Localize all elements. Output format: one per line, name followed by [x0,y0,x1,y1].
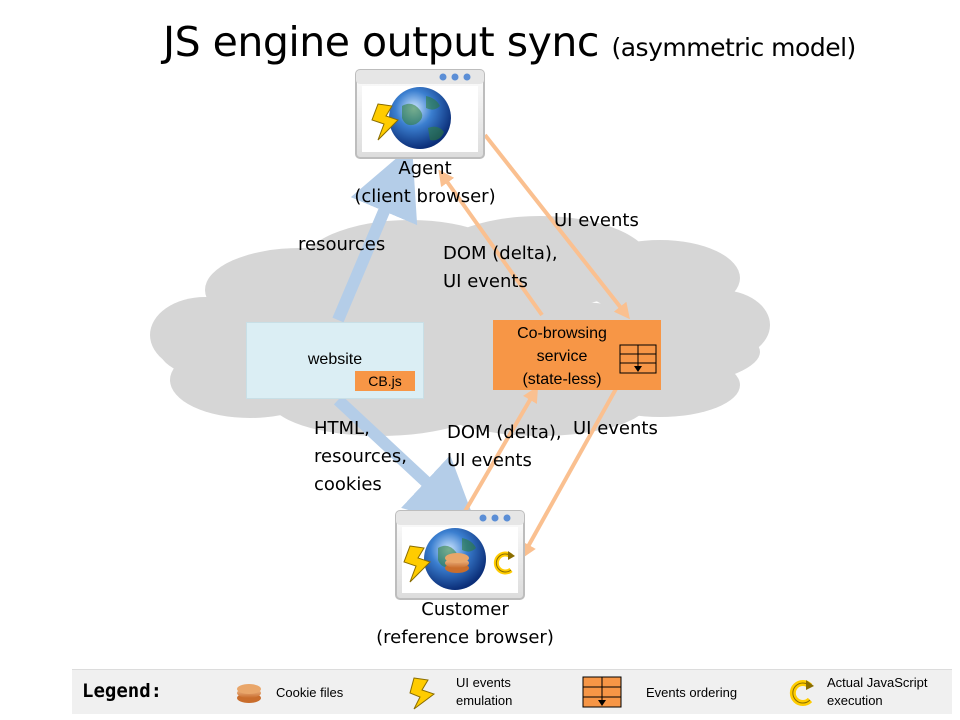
agent-role: (client browser) [354,186,496,207]
html-line2: resources, [314,446,407,467]
customer-dom-line2: UI events [447,450,532,471]
cookie-icon [445,553,469,573]
arrow-customer-to-cb-dom [458,386,539,522]
legend-cookie-label: Cookie files [276,685,344,700]
html-line1: HTML, [314,418,370,439]
legend-js-line1: Actual JavaScript [827,675,928,690]
cobrowsing-line2: service [536,348,588,365]
events-ordering-icon [619,344,657,374]
arrow-resources-to-agent [332,144,418,323]
legend-js-label: Actual JavaScript execution [827,674,927,710]
cookie-icon [237,684,261,703]
legend-js-line2: execution [827,693,883,708]
html-resources-cookies-label: HTML, resources, cookies [314,415,407,499]
events-ordering-icon [582,676,622,708]
agent-browser-window [355,69,485,159]
customer-role: (reference browser) [376,627,554,648]
agent-label: Agent (client browser) [340,155,510,211]
agent-ui-events-label: UI events [554,210,639,231]
agent-dom-line2: UI events [443,271,528,292]
legend-ordering-label: Events ordering [646,685,738,700]
agent-dom-label: DOM (delta), UI events [443,240,558,296]
arrow-cb-to-customer-ui [521,377,624,559]
lightning-icon [371,103,399,141]
lightning-icon [403,545,431,583]
cobrowsing-line1: Co-browsing [517,325,607,342]
resources-label: resources [298,234,386,255]
customer-name: Customer [421,599,509,620]
arrow-agent-to-cb-ui [483,133,630,320]
website-box: website CB.js [246,322,424,399]
agent-name: Agent [398,158,452,179]
legend-bar: Legend: Cookie files UI events emulation… [72,669,952,714]
legend-ui-line1: UI events [456,675,511,690]
cobrowsing-line3: (state-less) [522,371,602,388]
cbjs-label: CB.js [355,371,415,391]
html-line3: cookies [314,474,382,495]
agent-dom-line1: DOM (delta), [443,243,558,264]
cobrowsing-label: Co-browsing service (state-less) [503,322,621,391]
arrow-cb-to-agent-dom [438,169,544,317]
page-title: JS engine output sync (asymmetric model) [163,18,856,66]
customer-ui-events-label: UI events [573,418,658,439]
legend-title: Legend: [82,680,163,702]
lightning-icon [409,677,436,710]
title-sub: (asymmetric model) [611,33,856,62]
title-main: JS engine output sync [163,18,599,66]
website-label: website [307,351,363,368]
js-execution-icon [789,680,814,706]
customer-browser-window [395,510,525,600]
arrow-website-to-customer [333,395,479,531]
customer-dom-label: DOM (delta), UI events [447,419,562,475]
cobrowsing-service-box: Co-browsing service (state-less) [493,320,661,390]
legend-ui-label: UI events emulation [456,674,512,710]
customer-dom-line1: DOM (delta), [447,422,562,443]
legend-ui-line2: emulation [456,693,513,708]
customer-label: Customer (reference browser) [360,596,570,652]
